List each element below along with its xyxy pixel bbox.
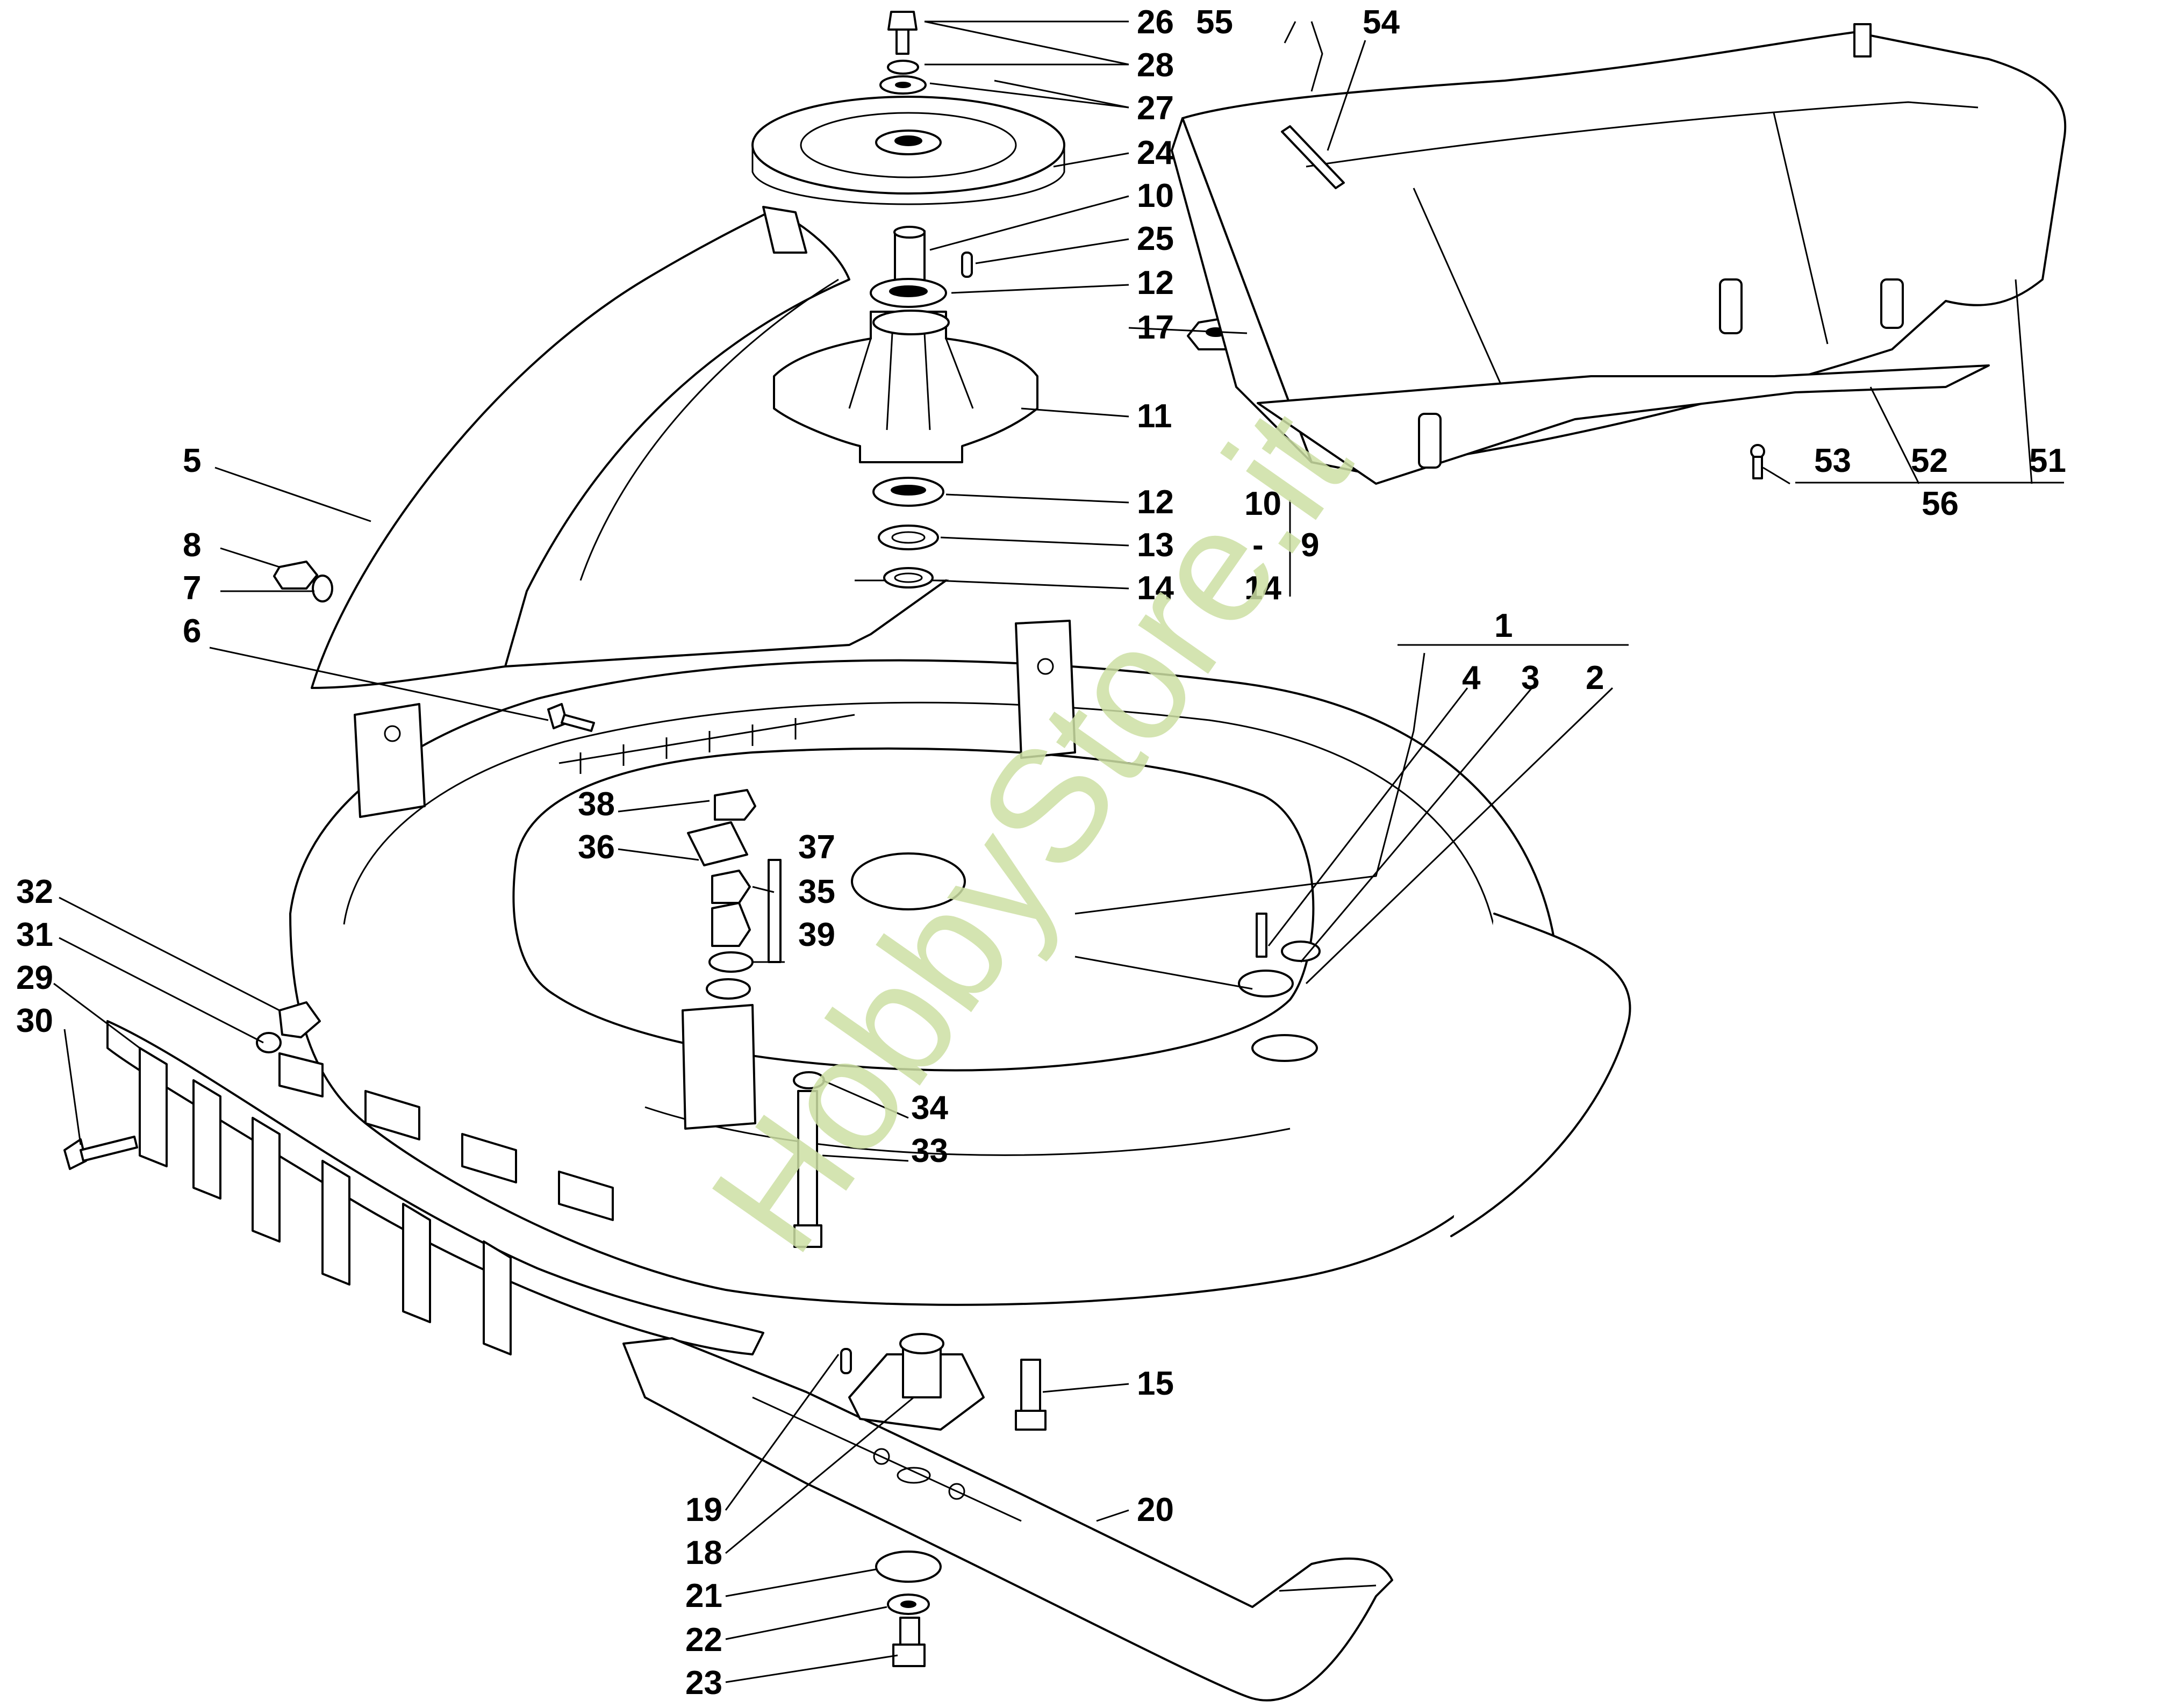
callout-53: 53 [1814,442,1851,479]
callout-range-dash: - [1252,527,1264,564]
callout-17: 17 [1137,309,1174,346]
small-hardware [63,561,1321,1431]
callout-35: 35 [798,873,835,910]
callout-36: 36 [578,829,615,866]
callout-28: 28 [1137,47,1174,84]
callout-23: 23 [685,1664,722,1702]
callout-13: 13 [1137,527,1174,564]
callout-27: 27 [1137,90,1174,127]
callout-10: 10 [1137,177,1174,214]
callout-37: 37 [798,829,835,866]
callout-51: 51 [2029,442,2066,479]
callout-3: 3 [1521,659,1539,697]
callout-55: 55 [1196,4,1233,41]
callout-20: 20 [1137,1491,1174,1528]
callout-31: 31 [16,916,53,953]
callout-4: 4 [1462,659,1481,697]
callout-52: 52 [1911,442,1948,479]
callout-12: 12 [1137,264,1174,302]
discharge-chute [1171,21,2067,485]
callout-24: 24 [1137,134,1174,171]
blade-assembly [622,1333,1393,1702]
callout-14: 14 [1137,570,1174,607]
callout-9: 9 [1301,527,1319,564]
callout-6: 6 [183,613,201,650]
callout-56: 56 [1922,485,1959,522]
callout-22: 22 [685,1621,722,1659]
callout-33: 33 [911,1132,948,1169]
callout-14-range: 14 [1244,570,1281,607]
callout-5: 5 [183,442,201,479]
callout-39: 39 [798,916,835,953]
callout-25: 25 [1137,220,1174,257]
deflector-shield [311,206,949,689]
callout-30: 30 [16,1002,53,1039]
callout-18: 18 [685,1534,722,1571]
callout-21: 21 [685,1577,722,1614]
callout-32: 32 [16,873,53,910]
callout-1: 1 [1494,607,1513,644]
callout-11: 11 [1137,398,1172,435]
callout-29: 29 [16,959,53,996]
callout-19: 19 [685,1491,722,1528]
callout-8: 8 [183,527,201,564]
callout-15: 15 [1137,1365,1174,1402]
callout-7: 7 [183,570,201,607]
callout-38: 38 [578,786,615,823]
callout-26: 26 [1137,4,1174,41]
callout-10-range: 10 [1244,485,1281,522]
callout-labels: 26 28 27 24 10 25 12 17 11 12 13 14 55 5… [16,4,2066,1702]
callout-2: 2 [1586,659,1604,697]
callout-54: 54 [1363,4,1400,41]
spindle-assembly [751,11,1245,589]
callout-34: 34 [911,1089,948,1126]
leader-lines [53,20,2064,1683]
side-baffle-rim [106,1020,764,1355]
callout-12-lower: 12 [1137,484,1174,521]
